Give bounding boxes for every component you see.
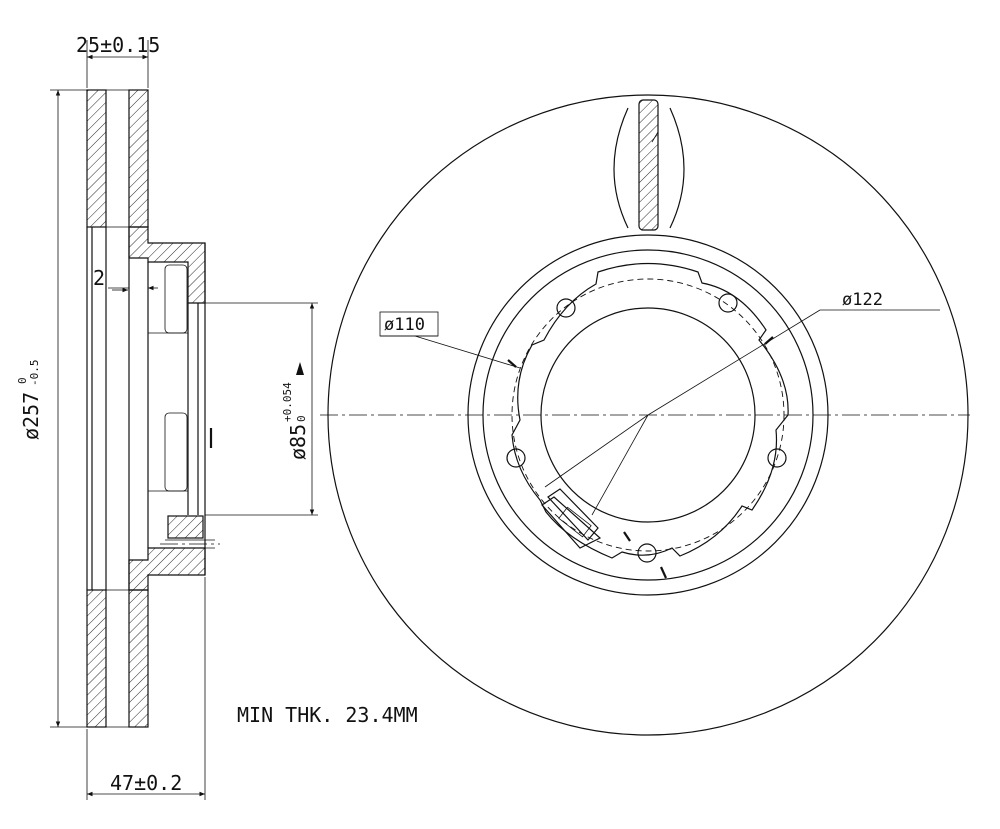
side-section-view: 25±0.15 ø257 0 -0.5 2 ø85 +0.054 0 47±0.…	[16, 33, 318, 800]
datum-triangle	[296, 362, 304, 375]
center-bore	[540, 307, 756, 523]
bolt-circle	[511, 278, 785, 552]
upper-inner-friction-ring	[128, 89, 149, 228]
upper-pocket	[164, 264, 188, 334]
offset-dimension: 2	[93, 266, 105, 290]
vent-slot-section	[638, 99, 659, 231]
bolt-circle-label-box	[379, 311, 439, 337]
front-view: ø110 ø122	[320, 94, 970, 736]
min-thickness-note: MIN THK. 23.4MM	[237, 703, 418, 727]
hub-flange-outline	[511, 262, 789, 559]
mid-pocket	[164, 412, 188, 492]
hat-step	[482, 249, 814, 581]
bore-tolerance-upper: +0.054	[281, 382, 294, 422]
bolt-hole	[556, 298, 576, 318]
bolt-circle-dimension: ø110	[384, 315, 425, 335]
bore-dimension: ø85	[286, 424, 310, 460]
bolt-hole	[767, 448, 787, 468]
bolt-hole	[718, 293, 738, 313]
lower-hat-section	[128, 547, 206, 591]
diameter-tolerance-lower: -0.5	[28, 360, 41, 387]
hat-width-dimension: 25±0.15	[76, 33, 160, 57]
bolt-hole	[637, 543, 657, 563]
slot-detail	[541, 488, 602, 549]
diameter-tolerance-upper: 0	[16, 377, 29, 384]
hat-diameter-dimension: ø122	[842, 290, 883, 310]
hat-outer-edge	[467, 234, 829, 596]
bolt-boss-section	[167, 515, 204, 539]
vent-slot-lens	[613, 107, 685, 229]
upper-outer-friction-ring	[86, 89, 107, 228]
diameter-dimension: ø257	[19, 392, 43, 440]
lower-outer-friction-ring	[86, 589, 107, 728]
outer-disc-edge	[327, 94, 969, 736]
bolt-hole	[506, 448, 526, 468]
upper-hat-section	[128, 226, 206, 304]
bore-tolerance-lower: 0	[295, 415, 308, 422]
lower-inner-friction-ring	[128, 589, 149, 728]
total-height-dimension: 47±0.2	[110, 771, 182, 795]
